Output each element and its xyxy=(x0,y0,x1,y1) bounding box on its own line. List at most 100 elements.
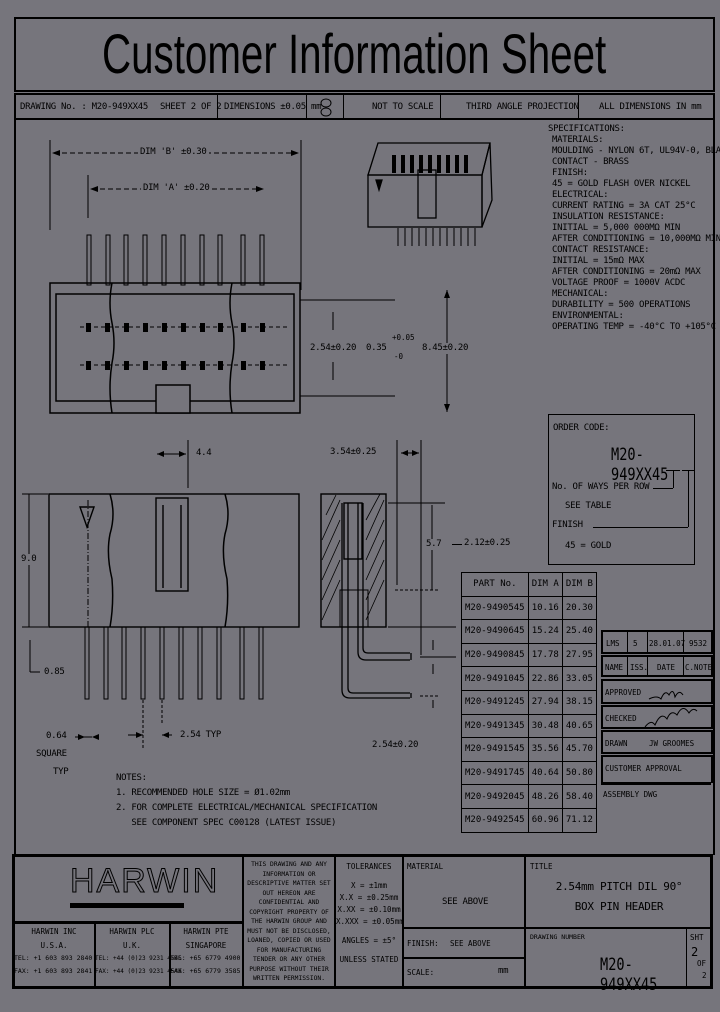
title-cell: TITLE 2.54mm PITCH DIL 90° BOX PIN HEADE… xyxy=(526,857,712,929)
specifications-panel: SPECIFICATIONS: MATERIALS: MOULDING - NY… xyxy=(548,124,720,333)
revision-header: DATE xyxy=(657,663,676,672)
dim-b-value: 38.15 xyxy=(561,689,598,715)
revision-header: ISS. xyxy=(630,663,649,672)
spec-line: INSULATION RESISTANCE: xyxy=(552,212,665,222)
sheet-label: SHT xyxy=(690,933,704,942)
info-bar: DRAWING No. : M20-949XX45 SHEET 2 OF 2 D… xyxy=(14,93,715,120)
approved-label: APPROVED xyxy=(605,688,642,697)
spec-line: CONTACT - BRASS xyxy=(552,157,629,167)
drawn-label: DRAWN xyxy=(605,739,628,748)
dim-b-value: 40.65 xyxy=(561,713,598,739)
note-item: 2. FOR COMPLETE ELECTRICAL/MECHANICAL SP… xyxy=(116,803,378,813)
order-code-value: M20-949XX45 xyxy=(611,445,669,485)
office-fax: FAX: +65 6779 3585 xyxy=(170,967,241,975)
product-title-line1: 2.54mm PITCH DIL 90° xyxy=(555,880,683,893)
height-right-tol-label: 2.12±0.25 xyxy=(464,538,511,548)
dim-b-label: DIM 'B' ±0.30 xyxy=(138,147,209,158)
spec-line: INITIAL = 5,000 000MΩ MIN xyxy=(552,223,680,233)
spec-line: DURABILITY = 500 OPERATIONS xyxy=(552,300,691,310)
pitch-typ-label: 2.54 TYP xyxy=(180,730,221,740)
dim-a-value: 40.64 xyxy=(527,760,563,786)
office-name: HARWIN PLC xyxy=(109,927,155,936)
revision-header: NAME xyxy=(605,663,624,672)
column-header: PART No. xyxy=(461,572,529,597)
dim-a-value: 30.48 xyxy=(527,713,563,739)
spec-line: 45 = GOLD FLASH OVER NICKEL xyxy=(552,179,691,189)
assembly-label: ASSEMBLY DWG xyxy=(603,790,658,799)
copyright-notice: THIS DRAWING AND ANY INFORMATION OR DESC… xyxy=(247,861,331,982)
square-label: SQUARE xyxy=(36,749,67,759)
revision-cnote: 9532 xyxy=(689,639,708,648)
dim-b-value: 58.40 xyxy=(561,784,598,809)
ways-note: SEE TABLE xyxy=(565,501,612,511)
approved-signature-icon xyxy=(648,691,684,700)
harwin-logo: HARWIN xyxy=(14,857,242,924)
spec-line: CONTACT RESISTANCE: xyxy=(552,245,650,255)
product-title-line2: BOX PIN HEADER xyxy=(574,900,664,913)
dim-b-value: 45.70 xyxy=(561,737,598,762)
finish-label: FINISH: xyxy=(407,939,439,948)
typ-label: TYP xyxy=(53,767,69,777)
dim-a-value: 60.96 xyxy=(527,807,563,833)
dim-a-value: 22.86 xyxy=(527,666,563,691)
office-fax: FAX: +1 603 893 2841 xyxy=(14,967,93,975)
office-tel: TEL: +1 603 893 2840 xyxy=(14,954,93,962)
dim-b-value: 27.95 xyxy=(561,642,598,668)
table-header-row: PART No. DIM A DIM B xyxy=(461,572,598,597)
tolerances-block: TOLERANCES X = ±1mm X.X = ±0.25mm X.XX =… xyxy=(336,858,404,964)
dim-a-value: 48.26 xyxy=(527,784,563,809)
gap-label: 0.35 xyxy=(366,343,387,353)
notes-heading: NOTES: xyxy=(116,773,147,783)
office-name: HARWIN PTE xyxy=(183,927,229,936)
finish-cell: FINISH: SEE ABOVE xyxy=(404,929,524,959)
office-tel: TEL: +65 6779 4900 xyxy=(170,954,241,962)
revision-date: 28.01.07 xyxy=(649,639,686,648)
material-value: SEE ABOVE xyxy=(442,897,489,907)
spec-line: VOLTAGE PROOF = 1000V ACDC xyxy=(552,278,686,288)
checked-signature-icon xyxy=(644,708,698,728)
office-singapore: HARWIN PTE SINGAPORE TEL: +65 6779 4900 … xyxy=(170,923,242,987)
office-usa: HARWIN INC U.S.A. TEL: +1 603 893 2840 F… xyxy=(14,923,96,987)
scale-label: SCALE: xyxy=(407,968,435,977)
spec-line: ENVIRONMENTAL: xyxy=(552,311,624,321)
dim-b-value: 20.30 xyxy=(561,595,598,621)
dim-b-value: 25.40 xyxy=(561,619,598,644)
drawing-number: M20-949XX45 xyxy=(600,955,658,995)
finish-note: 45 = GOLD xyxy=(565,541,612,551)
part-number: M20-9491045 xyxy=(461,666,529,691)
ways-label: No. OF WAYS PER ROW xyxy=(552,482,650,492)
note-item: SEE COMPONENT SPEC C00128 (LATEST ISSUE) xyxy=(116,818,337,828)
material-cell: MATERIAL SEE ABOVE xyxy=(404,857,524,929)
tol-bottom-label: -0 xyxy=(394,352,404,361)
checked-label: CHECKED xyxy=(605,714,637,723)
spec-line: CURRENT RATING = 3A CAT 25°C xyxy=(552,201,696,211)
specifications-heading: SPECIFICATIONS: xyxy=(548,124,625,134)
part-number: M20-9492045 xyxy=(461,784,529,809)
brand-text: HARWIN xyxy=(69,862,220,901)
title-banner: Customer Information Sheet xyxy=(14,17,715,92)
spec-line: OPERATING TEMP = -40°C TO +105°C xyxy=(552,322,716,332)
finish-label: FINISH xyxy=(552,520,583,530)
dim-a-value: 27.94 xyxy=(527,689,563,715)
tolerance-line: X.X = ±0.25mm xyxy=(339,893,399,902)
office-name: HARWIN INC xyxy=(31,927,77,936)
scale-cell: SCALE: mm xyxy=(404,959,524,987)
sheet-cell: SHT 2 OF 2 xyxy=(687,929,712,987)
tolerances-heading: TOLERANCES xyxy=(346,862,392,871)
tolerance-line: ANGLES = ±5° xyxy=(341,936,397,945)
sheet-total: 2 xyxy=(702,971,707,980)
notes-block: NOTES: 1. RECOMMENDED HOLE SIZE = Ø1.02m… xyxy=(116,773,377,829)
height-right-label: 5.7 xyxy=(426,539,442,550)
dim-b-value: 71.12 xyxy=(561,807,598,833)
spec-line: INITIAL = 15mΩ MAX xyxy=(552,256,645,266)
